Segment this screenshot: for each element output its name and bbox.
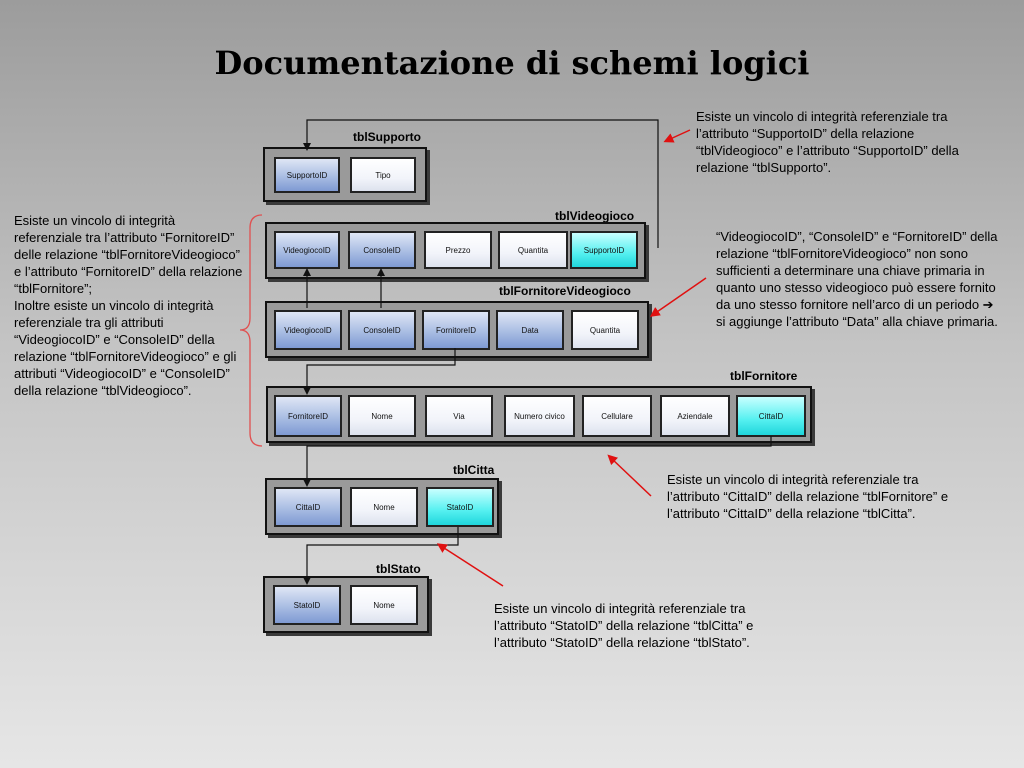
- field-fornitore-numero-civico[interactable]: Numero civico: [504, 395, 575, 437]
- note-citta-ref: Esiste un vincolo di integrità referenzi…: [667, 472, 949, 521]
- callout-arrow-supporto: [663, 129, 691, 143]
- note-stato-ref: Esiste un vincolo di integrità referenzi…: [494, 601, 754, 650]
- table-name-videogioco: tblVideogioco: [555, 209, 635, 223]
- field-stato-nome[interactable]: Nome: [350, 585, 418, 625]
- table-name-stato: tblStato: [376, 562, 421, 576]
- field-fv-quantita[interactable]: Quantita: [571, 310, 639, 350]
- field-fv-consoleid[interactable]: ConsoleID: [348, 310, 416, 350]
- field-citta-statoid[interactable]: StatoID: [426, 487, 494, 527]
- field-stato-statoid[interactable]: StatoID: [273, 585, 341, 625]
- note-fornitore-ref: Esiste un vincolo di integrità referenzi…: [14, 213, 243, 398]
- note-chiave-primaria: “VideogiocoID”, “ConsoleID” e “Fornitore…: [716, 229, 998, 329]
- field-videogioco-videogiocoid[interactable]: VideogiocoID: [274, 231, 340, 269]
- table-name-supporto: tblSupporto: [353, 130, 421, 144]
- field-fornitore-via[interactable]: Via: [425, 395, 493, 437]
- field-fornitore-cellulare[interactable]: Cellulare: [582, 395, 652, 437]
- table-supporto: SupportoID Tipo: [263, 147, 427, 202]
- field-videogioco-supportoid[interactable]: SupportoID: [570, 231, 638, 269]
- slide-title: Documentazione di schemi logici: [214, 44, 810, 82]
- table-fornitore: FornitoreID Nome Via Numero civico Cellu…: [266, 386, 812, 443]
- callout-arrow-citta: [607, 454, 652, 497]
- note-supporto-ref: Esiste un vincolo di integrità referenzi…: [696, 109, 959, 175]
- field-citta-nome[interactable]: Nome: [350, 487, 418, 527]
- field-supporto-supportoid[interactable]: SupportoID: [274, 157, 340, 193]
- field-videogioco-consoleid[interactable]: ConsoleID: [348, 231, 416, 269]
- field-fv-data[interactable]: Data: [496, 310, 564, 350]
- table-citta: CittaID Nome StatoID: [265, 478, 499, 535]
- table-name-fornitore-videogioco: tblFornitoreVideogioco: [499, 284, 631, 298]
- field-fornitore-aziendale[interactable]: Aziendale: [660, 395, 730, 437]
- field-fv-videogiocoid[interactable]: VideogiocoID: [274, 310, 342, 350]
- field-fornitore-cittaid[interactable]: CittaID: [736, 395, 806, 437]
- table-fornitore-videogioco: VideogiocoID ConsoleID FornitoreID Data …: [265, 301, 649, 358]
- field-videogioco-quantita[interactable]: Quantita: [498, 231, 568, 269]
- callout-arrow-stato: [436, 543, 504, 587]
- table-name-citta: tblCitta: [453, 463, 495, 477]
- table-videogioco: VideogiocoID ConsoleID Prezzo Quantita S…: [265, 222, 646, 279]
- callout-arrow-chiave: [649, 277, 707, 317]
- field-fv-fornitoreid[interactable]: FornitoreID: [422, 310, 490, 350]
- table-name-fornitore: tblFornitore: [730, 369, 798, 383]
- field-citta-cittaid[interactable]: CittaID: [274, 487, 342, 527]
- field-videogioco-prezzo[interactable]: Prezzo: [424, 231, 492, 269]
- field-fornitore-fornitoreid[interactable]: FornitoreID: [274, 395, 342, 437]
- table-stato: StatoID Nome: [263, 576, 429, 633]
- field-supporto-tipo[interactable]: Tipo: [350, 157, 416, 193]
- field-fornitore-nome[interactable]: Nome: [348, 395, 416, 437]
